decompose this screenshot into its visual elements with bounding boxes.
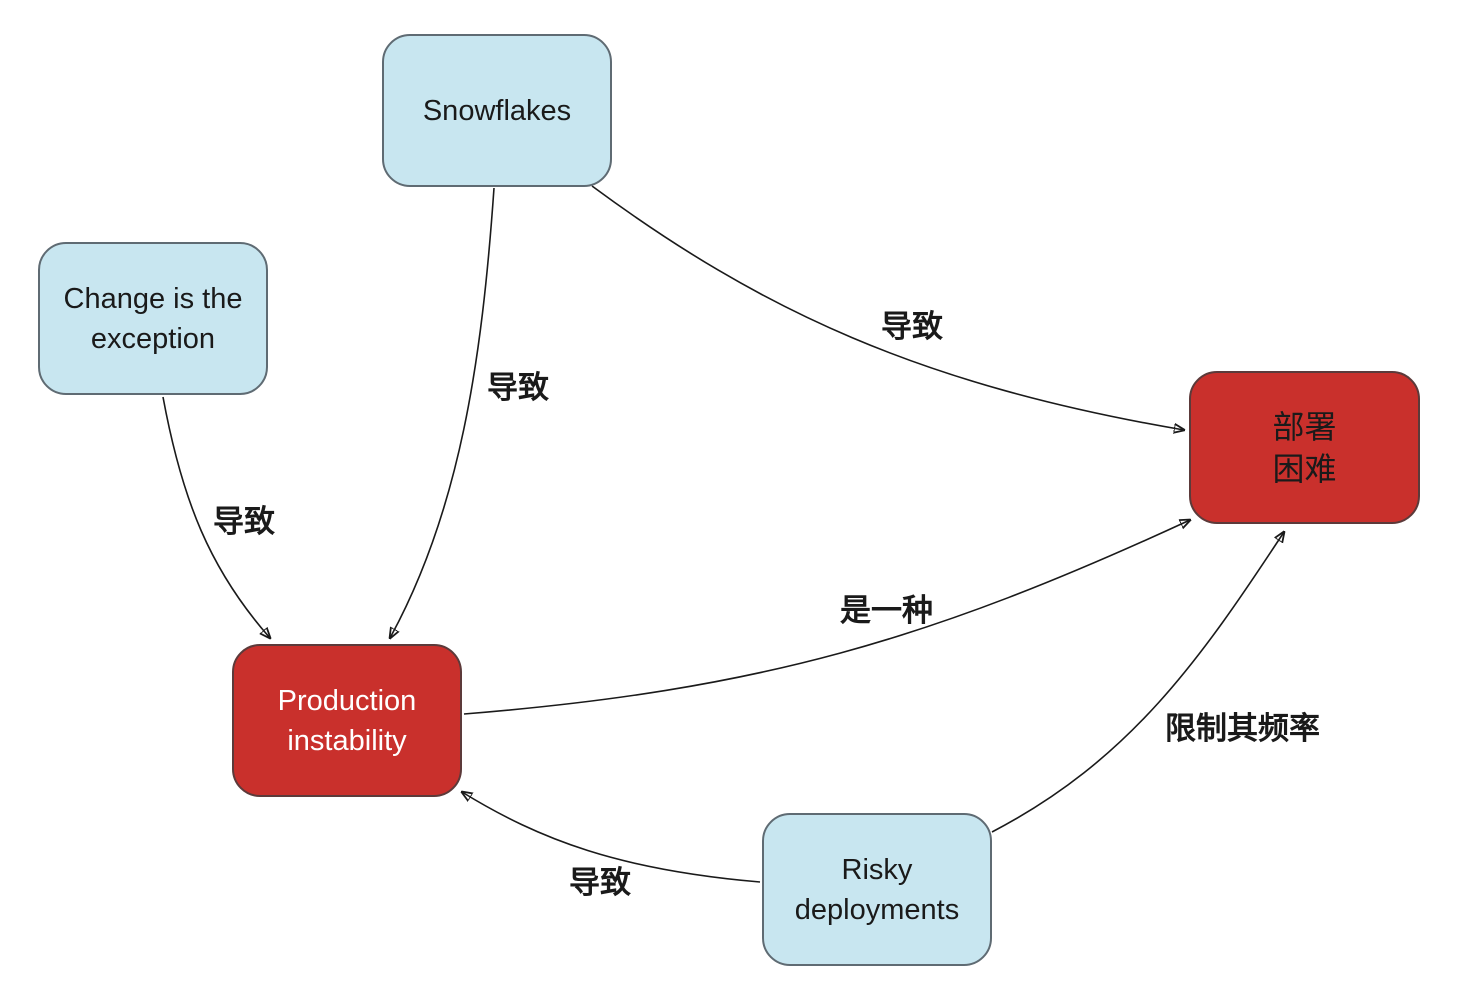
edge-risky-to-production-instability	[462, 792, 761, 883]
edge-label-snowflakes-to-production-instability: 导致	[487, 370, 549, 406]
node-label: Risky deployments	[794, 853, 960, 926]
node-production-instability: Production instability	[232, 644, 462, 797]
node-label: Snowflakes	[422, 94, 572, 127]
edge-label-snowflakes-to-deploy-difficult: 导致	[881, 309, 943, 345]
node-label: Production instability	[277, 684, 417, 757]
edge-snowflakes-to-deploy-difficult	[591, 185, 1184, 430]
edge-risky-to-deploy-difficult	[991, 532, 1284, 833]
node-risky-deployments: Risky deployments	[762, 813, 992, 966]
node-snowflakes: Snowflakes	[382, 34, 612, 187]
edge-label-risky-to-production-instability: 导致	[569, 865, 631, 901]
edge-snowflakes-to-production-instability	[390, 187, 495, 638]
edge-label-risky-to-deploy-difficult: 限制其频率	[1165, 711, 1320, 747]
edge-label-change-to-production-instability: 导致	[213, 504, 275, 540]
node-change-is-the-exception: Change is the exception	[38, 242, 268, 395]
node-deploy-difficult: 部署 困难	[1189, 371, 1420, 524]
node-label: 部署 困难	[1272, 407, 1337, 488]
edge-change-to-production-instability	[162, 396, 270, 638]
edge-production-instability-to-deploy-difficult	[463, 520, 1190, 715]
node-label: Change is the exception	[63, 282, 243, 355]
edge-label-production-instability-to-deploy-difficult: 是一种	[840, 593, 933, 629]
